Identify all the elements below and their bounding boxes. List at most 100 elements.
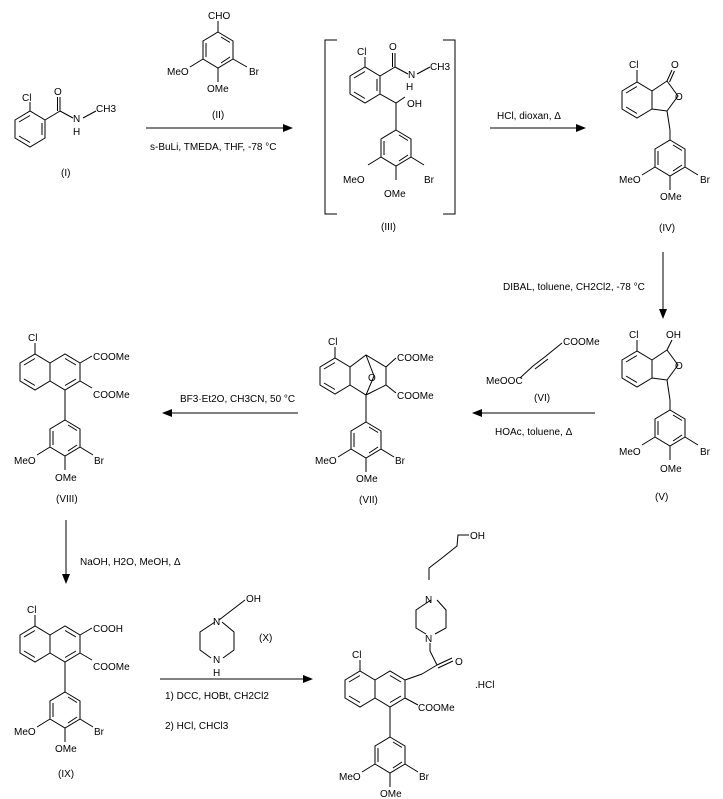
bromine-atom: Br [94,727,105,738]
ester-group: COOMe [93,662,130,673]
bromine-atom: Br [395,456,406,467]
methoxy-group: MeO [315,456,337,467]
methoxy-group: OMe [207,84,229,95]
bromine-atom: Br [419,772,430,783]
hydrogen-atom: H [406,82,413,93]
compound-VI: COOMe MeOOC (VI) [486,337,600,404]
reaction-arrow-4: HOAc, toluene, Δ [472,409,595,438]
hydroxyl-group: OH [407,99,422,110]
bridge-oxygen: O [368,373,376,384]
chlorine-atom: Cl [22,93,31,104]
reagent-text: s-BuLi, TMEDA, THF, -78 °C [150,142,276,153]
hydrogen-atom: H [73,127,80,138]
bromine-atom: Br [249,67,260,78]
nitrogen-atom: N [73,114,80,125]
compound-label-IX: (IX) [58,769,74,780]
chlorine-atom: Cl [629,60,638,71]
compound-VIII: Cl COOMe COOMe MeO Br OMe (VIII) [14,333,130,505]
compound-label-II: (II) [212,110,224,121]
ester-group: COOMe [563,337,600,348]
ester-group: COOMe [418,703,455,714]
compound-label-X: (X) [259,633,272,644]
chlorine-atom: Cl [352,650,361,661]
methoxy-group: OMe [380,789,402,799]
methoxy-group: OMe [55,744,77,755]
ring-oxygen: O [675,92,683,103]
methoxy-group: MeO [14,456,36,467]
ester-group: COOMe [397,353,434,364]
reaction-arrow-1: s-BuLi, TMEDA, THF, -78 °C [146,124,293,153]
compound-label-VII: (VII) [359,495,378,506]
methoxy-group: MeO [339,772,361,783]
ester-group: COOMe [93,352,130,363]
nitrogen-atom: N [213,617,220,628]
compound-label-V: (V) [655,492,668,503]
compound-X: OH N N H (X) [199,594,272,679]
hydrochloride-salt: .HCl [475,680,494,691]
compound-label-IV: (IV) [659,223,675,234]
methoxy-group: MeO [619,175,641,186]
compound-I: Cl O N H CH3 (I) [14,87,116,179]
methoxy-group: OMe [384,189,406,200]
compound-V: Cl OH O MeO Br OMe (V) [619,330,711,503]
carbonyl-oxygen: O [455,657,463,668]
nitrogen-atom: N [213,655,220,666]
methoxy-group: MeO [619,447,641,458]
final-product: OH N N O Cl COOMe .HCl MeO Br OMe [339,531,494,799]
reagent-text: HCl, dioxan, Δ [497,111,561,122]
chlorine-atom: Cl [629,330,638,341]
methoxy-group: OMe [660,464,682,475]
ester-group: COOMe [93,390,130,401]
oxygen-atom: O [54,87,62,98]
methoxy-group: OMe [356,474,378,485]
bromine-atom: Br [700,175,711,186]
chlorine-atom: Cl [28,333,37,344]
methoxy-group: OMe [660,192,682,203]
aldehyde-group: CHO [208,11,230,22]
compound-IV: Cl O O MeO Br OMe (IV) [619,60,711,234]
reagent-text: NaOH, H2O, MeOH, Δ [80,557,181,568]
nitrogen-atom: N [408,70,415,81]
reagent-text: 2) HCl, CHCl3 [165,721,229,732]
methyl-group: CH3 [430,62,450,73]
compound-label-I: (I) [61,168,70,179]
reagent-text: BF3·Et2O, CH3CN, 50 °C [180,394,295,405]
oxygen-atom: O [389,42,397,53]
bromine-atom: Br [94,456,105,467]
chlorine-atom: Cl [357,47,366,58]
hydroxyl-group: OH [470,531,485,542]
nitrogen-atom: N [425,634,432,645]
compound-label-VI: (VI) [534,393,550,404]
reaction-arrow-6: NaOH, H2O, MeOH, Δ [62,520,181,584]
reaction-arrow-2: HCl, dioxan, Δ [490,111,586,132]
reaction-arrow-7: 1) DCC, HOBt, CH2Cl2 2) HCl, CHCl3 [160,675,313,732]
compound-VII: Cl O COOMe COOMe MeO Br OMe (VII) [315,337,434,506]
ring-oxygen: O [675,361,683,372]
methoxy-group: MeO [343,175,365,186]
bromine-atom: Br [700,447,711,458]
reagent-text: HOAc, toluene, Δ [495,427,573,438]
methoxy-group: MeO [14,727,36,738]
reaction-arrow-3: DIBAL, toluene, CH2Cl2, -78 °C [503,252,667,319]
carboxylic-acid-group: COOH [93,624,123,635]
chlorine-atom: Cl [328,337,337,348]
compound-II: CHO Br MeO OMe (II) [167,11,260,121]
ester-group: MeOOC [486,376,523,387]
methyl-group: CH3 [96,104,116,115]
chlorine-atom: Cl [27,605,36,616]
methoxy-group: MeO [167,67,189,78]
bromine-atom: Br [424,175,435,186]
compound-III: Cl O N CH3 H OH MeO Br OMe (III) [324,39,456,233]
hydroxyl-group: OH [246,594,261,605]
hydrogen-atom: H [213,668,220,679]
hydroxyl-group: OH [666,330,681,341]
reaction-arrow-5: BF3·Et2O, CH3CN, 50 °C [162,394,298,417]
compound-IX: Cl COOH COOMe MeO Br OMe (IX) [14,605,130,780]
nitrogen-atom: N [425,595,432,606]
reagent-text: DIBAL, toluene, CH2Cl2, -78 °C [503,282,645,293]
compound-label-III: (III) [381,222,396,233]
ester-group: COOMe [397,391,434,402]
compound-label-VIII: (VIII) [56,494,78,505]
methoxy-group: OMe [55,473,77,484]
